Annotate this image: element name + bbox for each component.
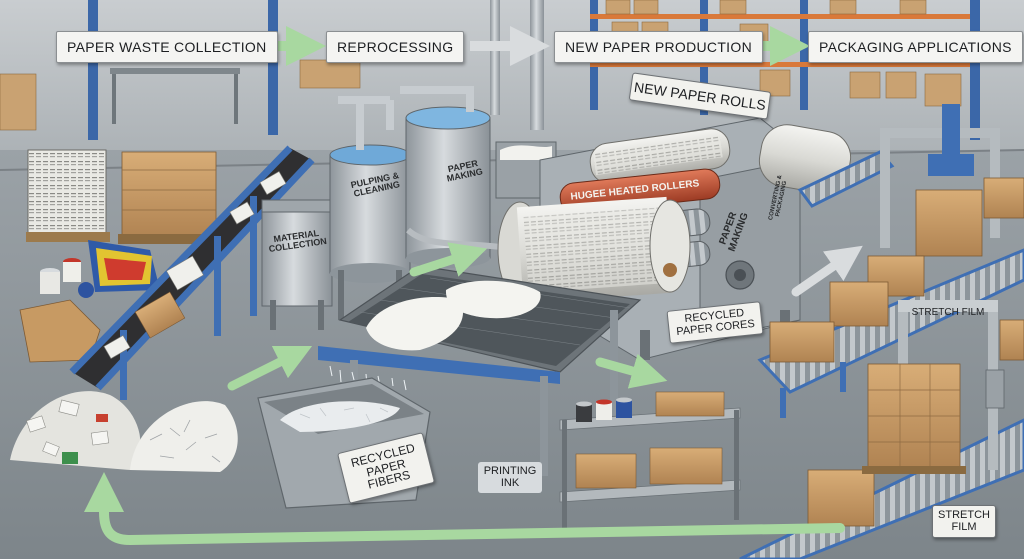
- stage-label-waste-collection: Paper Waste Collection: [56, 31, 278, 63]
- forming-table: [318, 265, 642, 480]
- stage-label-packaging-applications: Packaging Applications: [808, 31, 1023, 63]
- callout-printing-ink: Printing Ink: [478, 462, 542, 494]
- collection-conveyor: [69, 145, 315, 400]
- material-collection-cabinet: [261, 199, 333, 330]
- process-flow-arrows: [84, 242, 863, 546]
- printing-ink-shelf: [559, 391, 741, 530]
- pulping-tank: [329, 96, 411, 320]
- callout-stretch-film-top: Stretch Film: [911, 307, 985, 318]
- stage-label-new-paper-production: New Paper Production: [554, 31, 763, 63]
- callout-stretch-film-bottom: Stretch Film: [932, 505, 996, 539]
- stage-label-reprocessing: Reprocessing: [326, 31, 465, 63]
- paper-waste-piles: [10, 149, 238, 472]
